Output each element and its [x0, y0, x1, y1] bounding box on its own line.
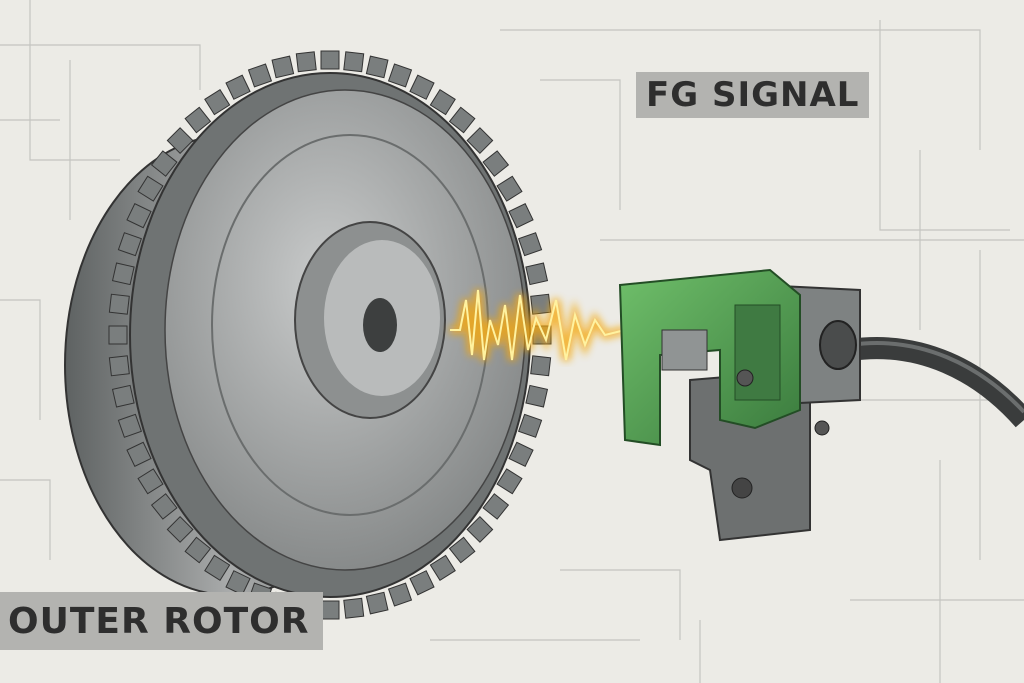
gear-tooth — [365, 55, 389, 79]
gear-tooth — [517, 413, 543, 438]
outer-rotor-label: OUTER ROTOR — [0, 592, 324, 650]
gear-tooth — [166, 127, 194, 154]
gear-tooth — [387, 63, 413, 88]
gear-tooth — [117, 413, 143, 438]
gear-tooth — [225, 74, 251, 100]
gear-tooth — [496, 175, 523, 202]
gear-tooth — [184, 106, 212, 134]
gear-tooth — [525, 262, 549, 286]
gear-tooth — [466, 127, 494, 154]
gear-tooth — [387, 582, 413, 607]
gear-tooth — [150, 493, 178, 520]
gear-tooth — [108, 293, 130, 315]
gear-tooth — [525, 384, 549, 408]
gear-tooth — [117, 232, 143, 257]
gear-tooth — [517, 232, 543, 257]
gear-tooth — [166, 516, 194, 543]
cable — [848, 337, 1024, 428]
gear-tooth — [225, 570, 251, 596]
gear-tooth — [295, 51, 317, 73]
gear-tooth — [482, 150, 510, 177]
gear-tooth — [204, 554, 231, 581]
gear-tooth — [429, 554, 456, 581]
gear-tooth — [137, 175, 164, 202]
gear-tooth — [409, 74, 435, 100]
outer-rotor-gear — [64, 50, 552, 620]
signal-wave — [450, 289, 626, 361]
gear-tooth — [482, 493, 510, 520]
fg-signal-label: FG SIGNAL — [636, 72, 870, 118]
gear-tooth — [137, 468, 164, 495]
gear-tooth — [496, 468, 523, 495]
gear-tooth — [429, 89, 456, 116]
gear-tooth — [409, 570, 435, 596]
gear-tooth — [343, 51, 365, 73]
gear-tooth — [126, 441, 152, 467]
gear-tooth — [247, 63, 273, 88]
gear-tooth — [126, 203, 152, 229]
gear-tooth — [111, 384, 135, 408]
gear-tooth — [466, 516, 494, 543]
gear-tooth — [271, 55, 295, 79]
gear-tooth — [111, 262, 135, 286]
hall-sensor — [618, 268, 861, 542]
gear-tooth — [530, 355, 552, 377]
gear-tooth — [150, 150, 178, 177]
gear-tooth — [508, 203, 534, 229]
gear-tooth — [320, 50, 340, 70]
gear-tooth — [343, 597, 365, 619]
gear-tooth — [448, 536, 476, 564]
gear-tooth — [508, 441, 534, 467]
gear-teeth — [108, 50, 552, 620]
gear-tooth — [204, 89, 231, 116]
gear-tooth — [320, 600, 340, 620]
gear-tooth — [365, 591, 389, 615]
gear-tooth — [184, 536, 212, 564]
gear-tooth — [448, 106, 476, 134]
gear-tooth — [108, 355, 130, 377]
gear-tooth — [108, 325, 128, 345]
